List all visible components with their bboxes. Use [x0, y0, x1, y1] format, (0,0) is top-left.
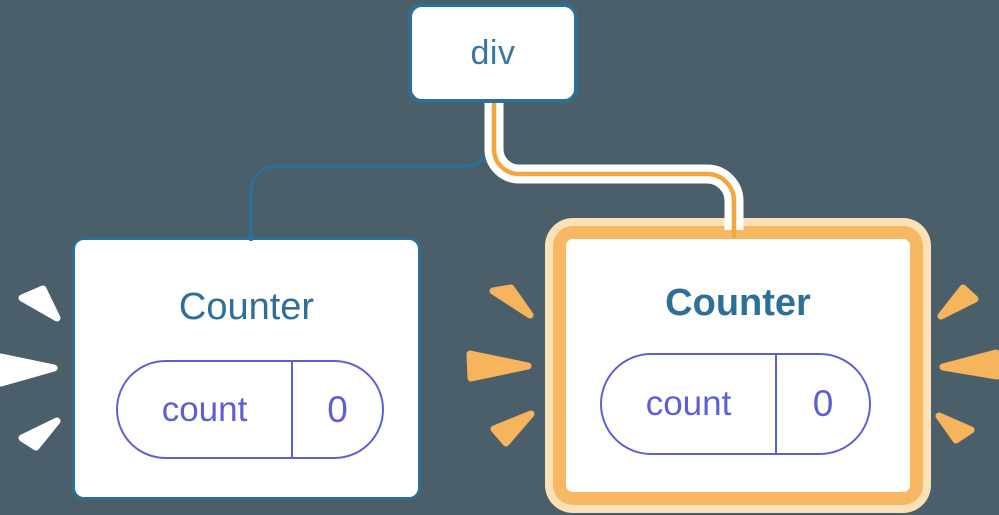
left-counter-state-pill: count 0 — [116, 360, 384, 459]
right-counter-title: Counter — [665, 282, 811, 324]
spark-icon — [18, 285, 61, 322]
left-counter-title: Counter — [178, 286, 315, 328]
spark-icon — [466, 350, 532, 382]
spark-icon — [935, 412, 975, 444]
spark-icon — [489, 284, 534, 319]
state-value-label: 0 — [327, 388, 348, 430]
left-counter-card: Counter count 0 — [72, 237, 421, 500]
spark-icon — [0, 353, 58, 387]
state-key-label: count — [602, 355, 777, 453]
edge-div-to-right-counter — [491, 99, 737, 238]
sparks-left-burst — [0, 285, 61, 451]
edge-div-to-right-counter-casing — [484, 99, 744, 230]
state-key-label: count — [118, 362, 293, 457]
spark-icon — [18, 417, 61, 451]
edge-div-to-left-counter — [249, 102, 493, 241]
right-counter-state-pill: count 0 — [600, 353, 871, 455]
sparks-middle-burst — [466, 284, 535, 447]
sparks-right-burst — [935, 284, 999, 444]
root-node: div — [408, 3, 578, 103]
right-counter-card: Counter count 0 — [553, 226, 923, 505]
spark-icon — [490, 410, 535, 447]
root-node-label: div — [470, 33, 516, 72]
spark-icon — [939, 349, 999, 380]
spark-icon — [937, 284, 979, 320]
state-value-label: 0 — [812, 383, 834, 424]
